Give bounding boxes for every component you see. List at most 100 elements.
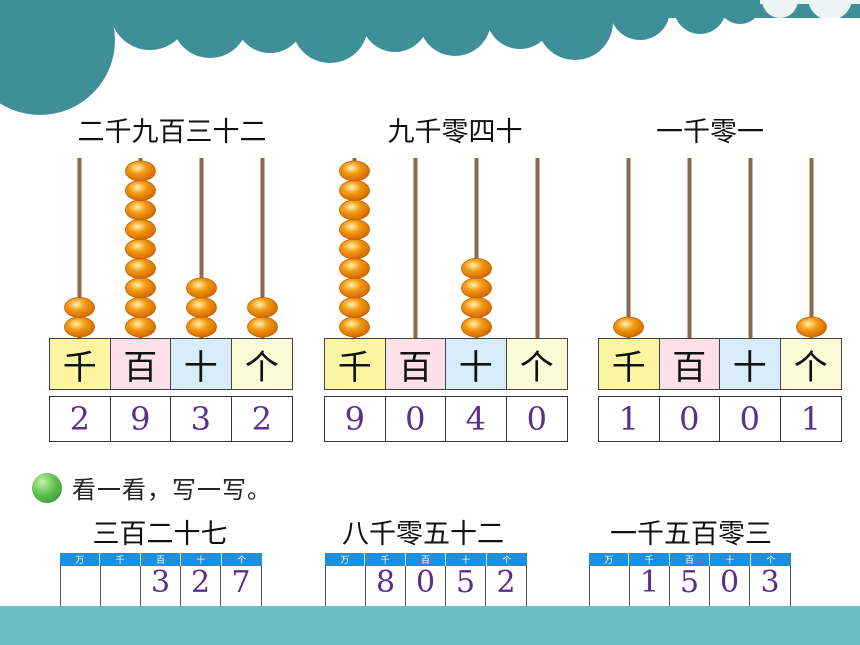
- place-tens: 十: [720, 339, 781, 389]
- exercise-word-3: 一千五百零三: [610, 519, 772, 550]
- abacus-bead: [339, 277, 370, 299]
- abacus-rod: [626, 158, 631, 338]
- table-row: 8 0 5 2: [325, 566, 527, 607]
- digit-ones: 2: [251, 400, 272, 438]
- abacus-rods-2: [339, 158, 540, 338]
- answer-cell[interactable]: [61, 566, 101, 606]
- abacus-rod: [535, 158, 540, 338]
- abacus-bead: [186, 277, 217, 299]
- table-header: 万 千 百 十 个: [60, 553, 262, 566]
- abacus-bead: [339, 180, 370, 201]
- header-cell: 万: [589, 553, 630, 566]
- abacus-rod: [77, 158, 82, 338]
- place-thousands: 千: [599, 339, 660, 389]
- header-cell: 千: [365, 553, 406, 566]
- digit-thousands: 2: [50, 397, 111, 441]
- answer-cell[interactable]: 2: [496, 565, 516, 600]
- answer-cell[interactable]: 1: [630, 566, 670, 606]
- place-value-table-3: 万 千 百 十 个 1 5 0 3: [589, 553, 791, 607]
- place-value-row: 千 百 十 个: [49, 338, 293, 390]
- answer-cell[interactable]: 0: [710, 566, 750, 606]
- abacus-bead: [613, 316, 644, 338]
- answer-cell[interactable]: 2: [181, 566, 221, 606]
- green-bullet-icon: [32, 472, 62, 503]
- answer-cell[interactable]: 3: [760, 565, 780, 600]
- abacus-bead: [125, 160, 156, 182]
- abacus-bead: [125, 297, 156, 318]
- answer-cell[interactable]: 0: [406, 566, 446, 606]
- abacus-rod: [413, 158, 418, 338]
- header-cell: 万: [325, 553, 366, 566]
- answer-cell[interactable]: 5: [446, 566, 486, 606]
- exercise-word-1: 三百二十七: [92, 519, 228, 550]
- digit-tens: 3: [171, 397, 232, 441]
- table-header: 万 千 百 十 个: [589, 553, 791, 566]
- digit-thousands: 1: [599, 397, 660, 441]
- abacus-bead: [461, 316, 492, 338]
- place-value-row: 千 百 十 个: [598, 338, 842, 390]
- abacus-rods-3: [613, 158, 827, 338]
- answer-cell[interactable]: 7: [231, 565, 251, 600]
- abacus-title-1: 二千九百三十二: [77, 117, 267, 148]
- abacus-bead: [125, 258, 156, 279]
- answer-cell[interactable]: [590, 566, 630, 606]
- abacus-bead: [339, 316, 370, 338]
- abacus-bead: [339, 160, 370, 182]
- header-cell: 百: [670, 553, 711, 566]
- abacus-bead: [339, 199, 370, 221]
- abacus-bead: [125, 180, 156, 201]
- digit-row: 9 0 4 0: [324, 396, 568, 442]
- place-thousands: 千: [325, 339, 386, 389]
- place-hundreds: 百: [110, 339, 171, 389]
- place-value-table-2: 万 千 百 十 个 8 0 5 2: [325, 553, 527, 607]
- table-row: 1 5 0 3: [589, 566, 791, 607]
- instruction-text: 看一看，写一写。: [72, 476, 272, 504]
- place-ones: 个: [780, 339, 841, 389]
- abacus-bead: [247, 297, 278, 318]
- abacus-bead: [461, 297, 492, 318]
- header-cell: 个: [502, 556, 512, 566]
- answer-cell[interactable]: [326, 566, 366, 606]
- table-header: 万 千 百 十 个: [325, 553, 527, 566]
- abacus-bead: [796, 316, 827, 338]
- abacus-bead: [339, 297, 370, 318]
- abacus-bead: [125, 199, 156, 221]
- abacus-rod: [748, 158, 753, 338]
- digit-thousands: 9: [325, 397, 386, 441]
- digit-hundreds: 0: [660, 397, 720, 441]
- header-cell: 十: [181, 553, 222, 566]
- header-cell: 万: [60, 553, 101, 566]
- abacus-rod: [474, 158, 479, 338]
- place-hundreds: 百: [385, 339, 446, 389]
- answer-cell[interactable]: 5: [670, 566, 710, 606]
- answer-cell[interactable]: [101, 566, 141, 606]
- place-value-table-1: 万 千 百 十 个 3 2 7: [60, 553, 262, 607]
- abacus-title-3: 一千零一: [656, 117, 764, 148]
- abacus-bead: [125, 277, 156, 299]
- place-tens: 十: [446, 339, 507, 389]
- header-cell: 百: [141, 553, 182, 566]
- answer-cell[interactable]: 8: [366, 566, 406, 606]
- abacus-2: 千 百 十 个 9 0 4 0: [324, 158, 568, 458]
- digit-row: 1 0 0 1: [598, 396, 842, 442]
- abacus-rod: [260, 158, 265, 338]
- abacus-bead: [461, 277, 492, 299]
- header-cell: 百: [406, 553, 447, 566]
- abacus-1: 千 百 十 个 2 9 3 2: [49, 158, 293, 458]
- digit-row: 2 9 3 2: [49, 396, 293, 442]
- digit-hundreds: 0: [386, 397, 446, 441]
- abacus-rods-1: [64, 158, 278, 338]
- digit-tens: 4: [446, 397, 507, 441]
- header-cell: 十: [446, 553, 487, 566]
- place-ones: 个: [506, 339, 567, 389]
- place-tens: 十: [171, 339, 232, 389]
- header-cell: 千: [100, 553, 141, 566]
- header-cell: 个: [237, 556, 247, 566]
- bottom-bar: [0, 606, 860, 645]
- digit-ones: 0: [526, 400, 547, 438]
- abacus-bead: [186, 316, 217, 338]
- answer-cell[interactable]: 3: [141, 566, 181, 606]
- place-thousands: 千: [50, 339, 111, 389]
- table-row: 3 2 7: [60, 566, 262, 607]
